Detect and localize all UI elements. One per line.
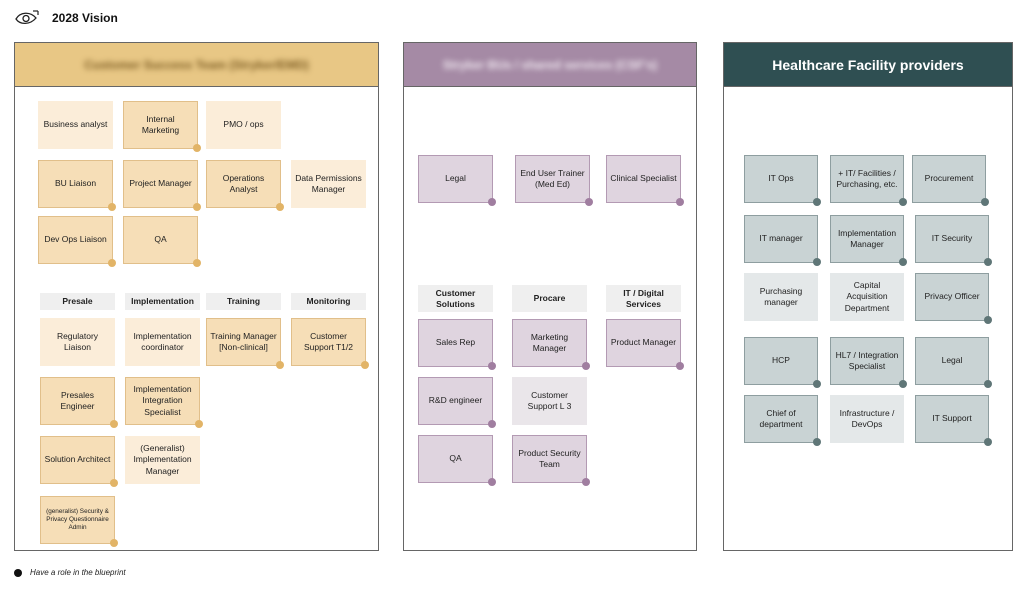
role-card: Legal xyxy=(418,155,496,206)
role-card: HCP xyxy=(744,337,821,388)
role-card: Data Permissions Manager xyxy=(291,160,366,208)
customer-success-panel: Customer Success Team (Stryker/EMD) Busi… xyxy=(14,42,379,551)
section-presale: Presale xyxy=(40,293,115,310)
role-card: QA xyxy=(123,216,201,267)
role-card: Procurement xyxy=(912,155,989,206)
shared-services-header: Stryker BUs / shared services (CSF's) xyxy=(404,43,696,87)
customer-success-title: Customer Success Team (Stryker/EMD) xyxy=(84,57,309,72)
role-card: IT Ops xyxy=(744,155,821,206)
role-card: Infrastructure / DevOps xyxy=(830,395,904,443)
role-card: Internal Marketing xyxy=(123,101,201,152)
role-card: Customer Support T1/2 xyxy=(291,318,369,369)
role-card: Regulatory Liaison xyxy=(40,318,115,366)
role-card: Dev Ops Liaison xyxy=(38,216,116,267)
role-card: PMO / ops xyxy=(206,101,281,149)
page-title: 2028 Vision xyxy=(52,11,118,25)
role-card: HL7 / Integration Specialist xyxy=(830,337,907,388)
healthcare-title: Healthcare Facility providers xyxy=(772,56,964,73)
role-card: Presales Engineer xyxy=(40,377,118,428)
healthcare-panel: Healthcare Facility providers IT Ops + I… xyxy=(723,42,1013,551)
role-card: End User Trainer (Med Ed) xyxy=(515,155,593,206)
role-card: + IT/ Facilities / Purchasing, etc. xyxy=(830,155,907,206)
role-card: Implementation Integration Specialist xyxy=(125,377,203,428)
role-card: Operations Analyst xyxy=(206,160,284,211)
healthcare-header: Healthcare Facility providers xyxy=(724,43,1012,87)
section-implementation: Implementation xyxy=(125,293,200,310)
role-card: BU Liaison xyxy=(38,160,116,211)
shared-services-title: Stryker BUs / shared services (CSF's) xyxy=(442,57,658,72)
role-card: Implementation Manager xyxy=(830,215,907,266)
section-procare: Procare xyxy=(512,285,587,312)
role-card: IT Security xyxy=(915,215,992,266)
role-card: IT Support xyxy=(915,395,992,446)
role-card: QA xyxy=(418,435,496,486)
role-card: Customer Support L 3 xyxy=(512,377,587,425)
role-card: Business analyst xyxy=(38,101,113,149)
role-card: Product Security Team xyxy=(512,435,590,486)
role-card: Training Manager [Non-clinical] xyxy=(206,318,284,369)
role-card: Purchasing manager xyxy=(744,273,818,321)
role-card: Solution Architect xyxy=(40,436,118,487)
shared-services-panel: Stryker BUs / shared services (CSF's) Le… xyxy=(403,42,697,551)
role-card: R&D engineer xyxy=(418,377,496,428)
eye-icon xyxy=(15,10,39,25)
legend-dot-icon xyxy=(14,568,22,577)
customer-success-header: Customer Success Team (Stryker/EMD) xyxy=(15,43,378,87)
section-customer-solutions: Customer Solutions xyxy=(418,285,493,312)
role-card: (Generalist) Implementation Manager xyxy=(125,436,200,484)
role-card: Clinical Specialist xyxy=(606,155,684,206)
role-card: Chief of department xyxy=(744,395,821,446)
role-card: Product Manager xyxy=(606,319,684,370)
legend-text: Have a role in the blueprint xyxy=(30,568,126,577)
role-card: (generalist) Security & Privacy Question… xyxy=(40,496,118,547)
role-card: Capital Acquisition Department xyxy=(830,273,904,321)
section-training: Training xyxy=(206,293,281,310)
role-card: Privacy Officer xyxy=(915,273,992,324)
role-card: Sales Rep xyxy=(418,319,496,370)
role-card: Project Manager xyxy=(123,160,201,211)
role-card: Implementation coordinator xyxy=(125,318,200,366)
role-card: Marketing Manager xyxy=(512,319,590,370)
section-it-digital-services: IT / Digital Services xyxy=(606,285,681,312)
section-monitoring: Monitoring xyxy=(291,293,366,310)
role-card: IT manager xyxy=(744,215,821,266)
header: 2028 Vision xyxy=(14,8,118,28)
legend: Have a role in the blueprint xyxy=(14,568,126,577)
role-card: Legal xyxy=(915,337,992,388)
